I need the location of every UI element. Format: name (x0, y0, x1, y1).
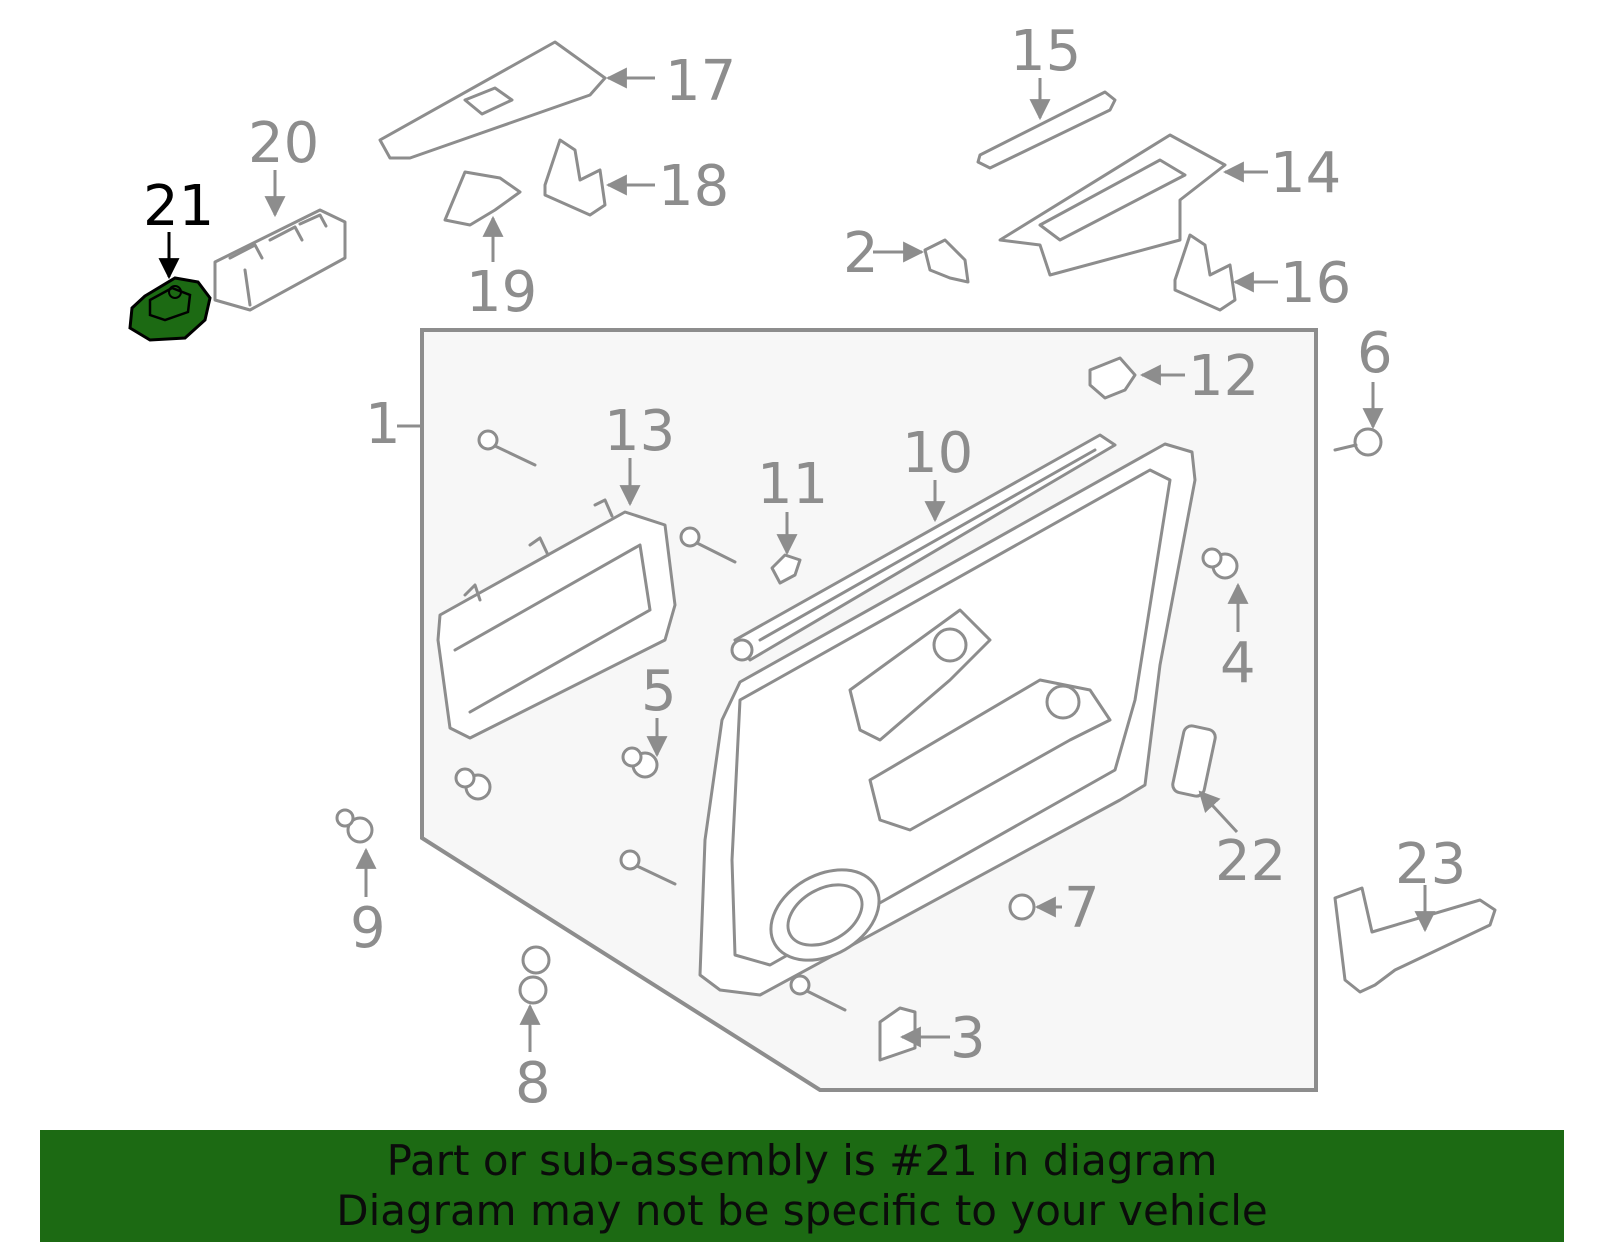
callout-4: 4 (1220, 631, 1256, 696)
notice-line-2: Diagram may not be specific to your vehi… (336, 1186, 1268, 1235)
notice-line-1: Part or sub-assembly is #21 in diagram (386, 1136, 1218, 1185)
clip-9-part (335, 808, 374, 844)
clip-6-part (1333, 427, 1383, 457)
callout-13: 13 (604, 399, 675, 464)
parts-diagram: 1 2 3 4 5 6 7 8 9 10 11 12 13 14 15 16 1… (128, 19, 1497, 1116)
clip-7-part (1008, 893, 1036, 921)
clip-11-part (770, 553, 802, 585)
clip-left-part (454, 767, 492, 801)
clip-4-part (1201, 547, 1239, 580)
callout-12: 12 (1188, 344, 1259, 409)
screw-4 (789, 974, 847, 1012)
callout-11: 11 (757, 452, 828, 517)
cap-12-part (1088, 356, 1137, 400)
screw-3 (619, 849, 677, 886)
window-switch-part (213, 208, 347, 312)
callout-17: 17 (665, 49, 736, 114)
callout-labels: 1 2 3 4 5 6 7 8 9 10 11 12 13 14 15 16 1… (143, 19, 1466, 1116)
callout-18: 18 (658, 154, 729, 219)
callout-3: 3 (950, 1006, 986, 1071)
clip-5-part (621, 746, 659, 779)
leader-lines (158, 67, 1436, 1052)
trim-strip-part (976, 90, 1117, 170)
armrest-part (998, 133, 1227, 277)
callout-21: 21 (143, 174, 214, 239)
clip-8-part (518, 945, 551, 1005)
callout-22: 22 (1215, 829, 1286, 894)
callout-10: 10 (902, 421, 973, 486)
callout-2: 2 (843, 221, 879, 286)
handle-23-part (1333, 886, 1497, 994)
callout-23: 23 (1395, 832, 1466, 897)
highlighted-part-21 (128, 276, 212, 342)
clip-18-part (543, 138, 607, 217)
callout-14: 14 (1270, 141, 1341, 206)
callout-15: 15 (1010, 19, 1081, 84)
pull-cup-22-part (1171, 724, 1217, 798)
callout-16: 16 (1280, 251, 1351, 316)
screw-2 (679, 526, 737, 564)
screw-1 (477, 429, 537, 467)
armrest-cover-part (378, 40, 607, 160)
retainer-2-part (923, 238, 970, 284)
callout-8: 8 (515, 1051, 551, 1116)
callout-9: 9 (350, 896, 386, 961)
callout-1: 1 (365, 392, 401, 457)
callout-20: 20 (248, 111, 319, 176)
door-trim-panel-part (698, 442, 1197, 997)
weatherstrip-part (730, 433, 1117, 662)
storage-pocket-part (436, 498, 677, 740)
callout-19: 19 (466, 260, 537, 325)
switch-19-part (443, 170, 522, 227)
callout-7: 7 (1064, 876, 1100, 941)
callout-6: 6 (1357, 321, 1393, 386)
notice-banner: Part or sub-assembly is #21 in diagram D… (40, 1130, 1564, 1242)
clip-16-part (1173, 233, 1237, 312)
callout-5: 5 (641, 659, 677, 724)
